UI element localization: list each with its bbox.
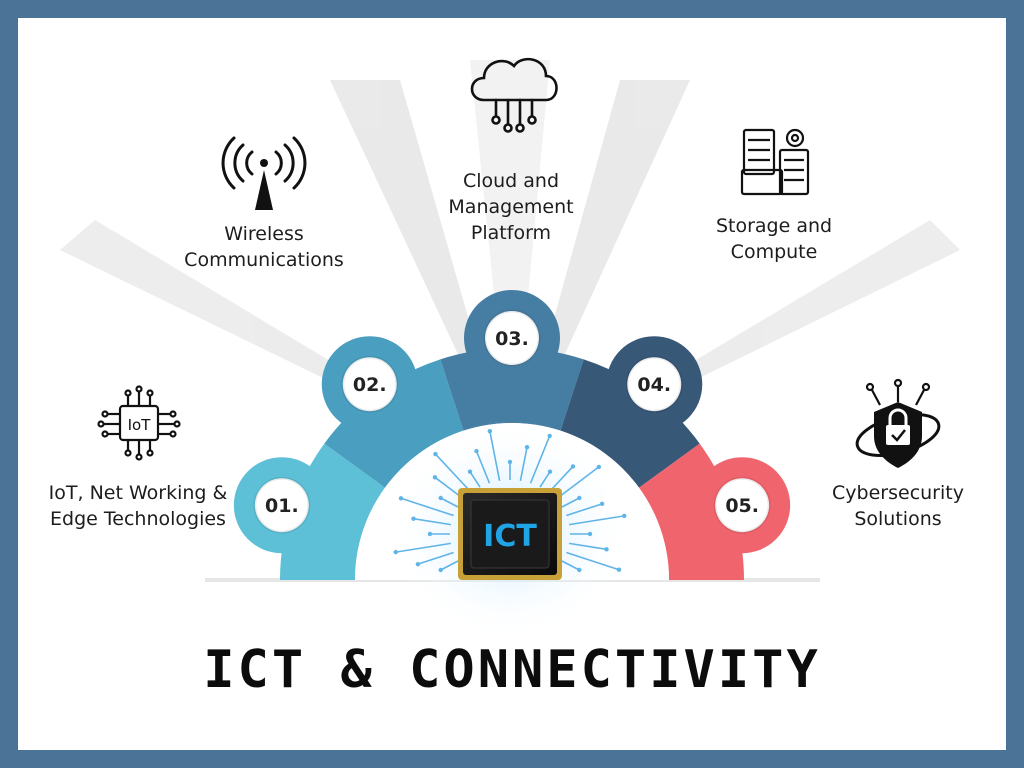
circuit-node	[467, 469, 473, 474]
circuit-node	[524, 444, 530, 450]
circuit-node	[432, 475, 438, 480]
circuit-node	[616, 567, 622, 572]
circuit-trace	[417, 551, 454, 565]
circuit-trace	[566, 503, 603, 517]
circuit-trace	[395, 542, 452, 553]
circuit-node	[415, 561, 421, 567]
segment-fan	[233, 290, 791, 580]
label-iot: IoT, Net Working & Edge Technologies	[28, 480, 248, 532]
circuit-trace	[434, 453, 473, 494]
server-gear-icon	[740, 128, 810, 196]
circuit-node	[596, 464, 602, 470]
circuit-trace	[566, 551, 620, 571]
circuit-node	[438, 495, 443, 501]
circuit-trace	[469, 471, 481, 488]
circuit-node	[599, 501, 605, 507]
number-bubbles: 01. 02. 03. 04. 05.	[253, 309, 771, 534]
label-wireless-line-2: Communications	[184, 249, 344, 271]
label-cloud-line-1: Cloud and	[462, 170, 560, 192]
iot-icon-text: IoT	[128, 416, 152, 434]
circuit-node	[604, 547, 609, 552]
circuit-node	[587, 531, 593, 537]
circuit-node	[433, 451, 438, 457]
infographic-canvas: ICT 01. 02. 03. 04. 05. IoT	[18, 18, 1006, 750]
label-storage: Storage and Compute	[694, 213, 854, 265]
circuit-node	[411, 516, 416, 521]
circuit-trace	[568, 515, 625, 526]
number-label-1: 01.	[265, 495, 299, 517]
circuit-trace	[555, 466, 600, 500]
label-iot-line-2: Edge Technologies	[50, 508, 226, 530]
label-storage-line-2: Compute	[730, 241, 818, 263]
number-bubble-5	[713, 476, 771, 534]
label-storage-line-1: Storage and	[715, 215, 833, 237]
cloud-network-icon	[470, 57, 558, 133]
number-bubble-3	[483, 309, 541, 367]
label-cyber-line-1: Cybersecurity	[832, 482, 964, 504]
number-label-3: 03.	[495, 328, 529, 350]
circuit-node	[393, 549, 398, 555]
circuit-node	[427, 531, 433, 537]
circuit-node	[577, 495, 582, 501]
circuit-trace	[561, 497, 580, 508]
circuit-node	[547, 469, 553, 474]
circuit-trace	[561, 560, 580, 571]
number-bubble-1	[253, 476, 311, 534]
circuit-trace	[568, 542, 607, 551]
circuit-node	[438, 567, 443, 573]
label-cloud-line-2: Management	[448, 196, 574, 218]
circuit-node	[547, 433, 552, 439]
circuit-trace	[539, 471, 551, 488]
page-title: ICT & CONNECTIVITY	[203, 640, 821, 700]
circuit-trace	[413, 517, 452, 526]
label-cloud-line-3: Platform	[470, 222, 552, 244]
label-cyber-line-2: Solutions	[854, 508, 942, 530]
number-label-4: 04.	[637, 374, 671, 396]
number-bubble-2	[341, 355, 399, 413]
number-bubble-4	[625, 355, 683, 413]
security-shield-icon	[855, 378, 941, 468]
circuit-trace	[400, 497, 454, 517]
label-wireless-line-1: Wireless	[224, 223, 304, 245]
circuit-traces	[393, 428, 627, 573]
label-iot-line-1: IoT, Net Working &	[48, 482, 228, 504]
circuit-node	[507, 459, 513, 465]
circuit-node	[622, 513, 627, 519]
label-cybersecurity: Cybersecurity Solutions	[818, 480, 978, 532]
circuit-trace	[440, 497, 459, 508]
label-cloud: Cloud and Management Platform	[431, 168, 591, 246]
circuit-trace	[529, 435, 551, 484]
diagram-graphic: ICT 01. 02. 03. 04. 05. IoT	[60, 57, 960, 640]
circuit-trace	[475, 450, 491, 484]
circuit-node	[398, 496, 404, 501]
circuit-node	[577, 567, 582, 573]
circuit-trace	[440, 560, 459, 571]
circuit-trace	[489, 431, 501, 481]
label-wireless: Wireless Communications	[174, 221, 354, 273]
circuit-node	[474, 448, 479, 454]
iot-chip-icon	[97, 385, 181, 461]
chip-label: ICT	[483, 519, 537, 554]
circuit-node	[487, 428, 493, 434]
number-label-5: 05.	[725, 495, 759, 517]
wireless-tower-icon	[221, 136, 307, 210]
number-label-2: 02.	[353, 374, 387, 396]
ict-chip: ICT	[458, 488, 562, 580]
circuit-trace	[519, 446, 528, 481]
circuit-node	[570, 464, 576, 469]
